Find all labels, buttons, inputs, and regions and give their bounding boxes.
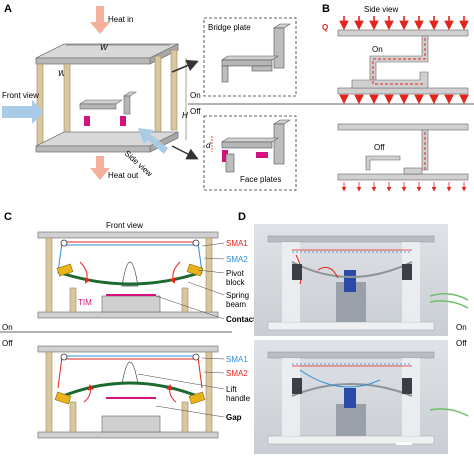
- photo-off: [254, 340, 469, 454]
- state-on-left: On: [2, 323, 13, 332]
- heat-flux-arrows-top: [339, 16, 469, 31]
- heat-out-label: Heat out: [108, 171, 139, 180]
- frame-leg: [154, 55, 162, 137]
- frame-top-on: [37, 231, 219, 239]
- face-plate: [84, 116, 90, 126]
- spring-beam-off: [57, 381, 203, 400]
- frame-bottom-on: [37, 311, 219, 319]
- spring-beam-on: [57, 270, 203, 286]
- callout-arrow: [171, 59, 199, 73]
- front-view-label: Front view: [2, 91, 39, 100]
- top-plate-side: [337, 29, 469, 37]
- heat-in-label: Heat in: [108, 15, 133, 24]
- pivot-block: [56, 263, 74, 277]
- face-plate: [256, 152, 268, 158]
- heat-flux-arrows-bottom: [341, 182, 467, 192]
- on-label: On: [372, 45, 383, 54]
- face-plate: [120, 116, 126, 126]
- state-off-left: Off: [2, 339, 13, 348]
- panel-d: D: [238, 211, 469, 454]
- bridge-plate: [221, 59, 273, 67]
- sma1-label-off: SMA1: [226, 355, 248, 364]
- front-view-title: Front view: [106, 221, 143, 230]
- heat-path-on: [372, 38, 426, 85]
- bridge-plate-label: Bridge plate: [208, 23, 251, 32]
- bottom-plate-side: [337, 87, 469, 95]
- frame-top-off: [37, 345, 219, 353]
- heat-block: [101, 295, 161, 313]
- panel-c-letter: C: [4, 211, 12, 223]
- face-plate: [222, 150, 228, 162]
- dim-d: d: [206, 141, 211, 150]
- dim-h: H: [182, 111, 188, 120]
- lift-handle-on: [121, 261, 139, 287]
- zoom-box-off: [203, 115, 297, 191]
- panel-a-letter: A: [4, 3, 12, 15]
- heat-out-arrow: [90, 156, 110, 180]
- state-on-right: On: [456, 323, 467, 332]
- state-off-right: Off: [456, 339, 467, 348]
- sma2-label-off: SMA2: [226, 369, 248, 378]
- dim-w-upper: W: [100, 43, 109, 52]
- sma2-label: SMA2: [226, 255, 248, 264]
- state-off-mid: Off: [190, 107, 201, 116]
- gap-label: Gap: [226, 413, 242, 422]
- pivot-block: [186, 263, 204, 277]
- heat-in-arrow: [90, 6, 110, 34]
- panel-d-letter: D: [238, 211, 246, 223]
- dim-w-lower: W: [58, 69, 67, 78]
- side-view-arrow: [138, 128, 168, 154]
- off-label: Off: [374, 143, 385, 152]
- heat-flux-arrows-mid: [339, 94, 469, 105]
- scale-bar: [396, 442, 412, 445]
- panel-b: B Side view Q On Off: [188, 3, 474, 192]
- sma1-label: SMA1: [226, 239, 248, 248]
- contact-label: Contact: [226, 315, 256, 324]
- front-view-arrow: [2, 100, 44, 124]
- photo-on: [254, 224, 469, 336]
- panel-b-letter: B: [322, 3, 330, 15]
- face-plates-label: Face plates: [240, 175, 281, 184]
- panel-a: A Heat in W W H Heat out Fron: [2, 3, 297, 191]
- frame-leg: [36, 63, 44, 147]
- callout-arrow: [171, 145, 199, 160]
- state-on-mid: On: [190, 91, 201, 100]
- lift-handle-off: [121, 361, 139, 385]
- q-label: Q: [322, 23, 328, 32]
- frame-leg: [170, 49, 178, 131]
- zoom-box-on: [203, 17, 297, 97]
- side-view-title: Side view: [364, 5, 398, 14]
- frame-bottom-off: [37, 431, 219, 439]
- tim-label: TIM: [78, 298, 92, 307]
